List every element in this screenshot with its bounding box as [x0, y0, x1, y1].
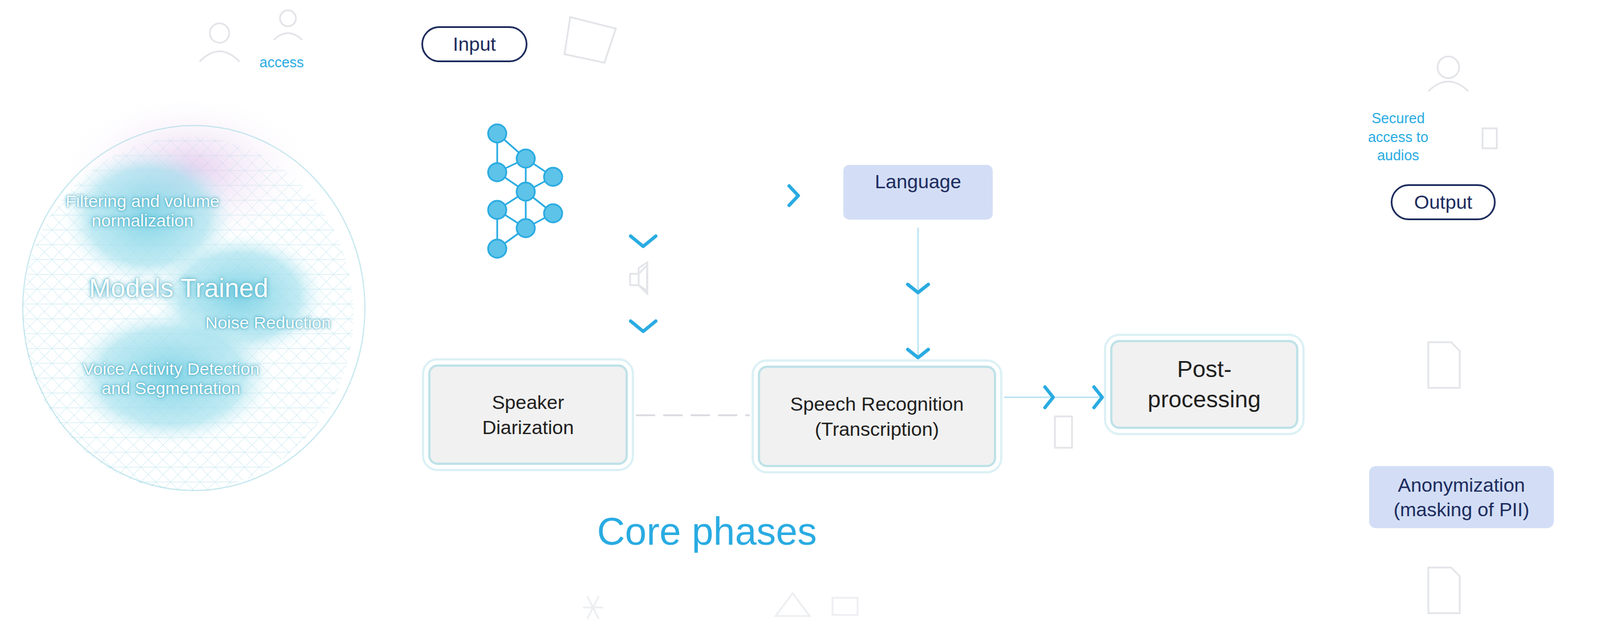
node-text: Language [874, 170, 961, 193]
access-label: access [259, 54, 304, 71]
neural-network-icon [488, 124, 563, 258]
node-text: Speech Recognition (Transcription) [780, 391, 974, 442]
process-box: Speech Recognition (Transcription) [757, 365, 997, 467]
speaker-icon [630, 265, 648, 294]
illustration-label: Noise Reduction [205, 313, 331, 333]
input-pill: Input [421, 26, 528, 63]
arrowhead [1094, 387, 1103, 408]
user-icon [199, 10, 1497, 149]
arrowhead [907, 284, 929, 293]
illustration-label: Voice Activity Detection and Segmentatio… [68, 359, 274, 399]
node-text: Input [452, 33, 497, 56]
arrowhead [1045, 387, 1054, 408]
access-note: Secured access to audios [1358, 108, 1439, 165]
output-pill: Output [1390, 184, 1496, 221]
document-icon [638, 262, 1460, 613]
process-box: Speaker Diarization [428, 364, 628, 465]
illustration-label: Filtering and volume normalization [51, 191, 234, 231]
node-text: Anonymization (masking of PII) [1382, 472, 1541, 522]
node-text: Output [1414, 191, 1473, 214]
logo [582, 593, 858, 619]
chevron [630, 185, 799, 332]
language-box: Language [843, 164, 993, 220]
connector [635, 414, 750, 417]
node-text: Speaker Diarization [451, 389, 605, 440]
anonymization-box: Anonymization (masking of PII) [1369, 465, 1554, 529]
process-box: Post-processing [1110, 339, 1299, 429]
node-text: Post-processing [1133, 354, 1276, 416]
section-title: Core phases [597, 508, 818, 554]
illustration-label: Models Trained [88, 272, 269, 304]
brain-illustration [22, 91, 365, 491]
arrowhead [907, 349, 929, 358]
